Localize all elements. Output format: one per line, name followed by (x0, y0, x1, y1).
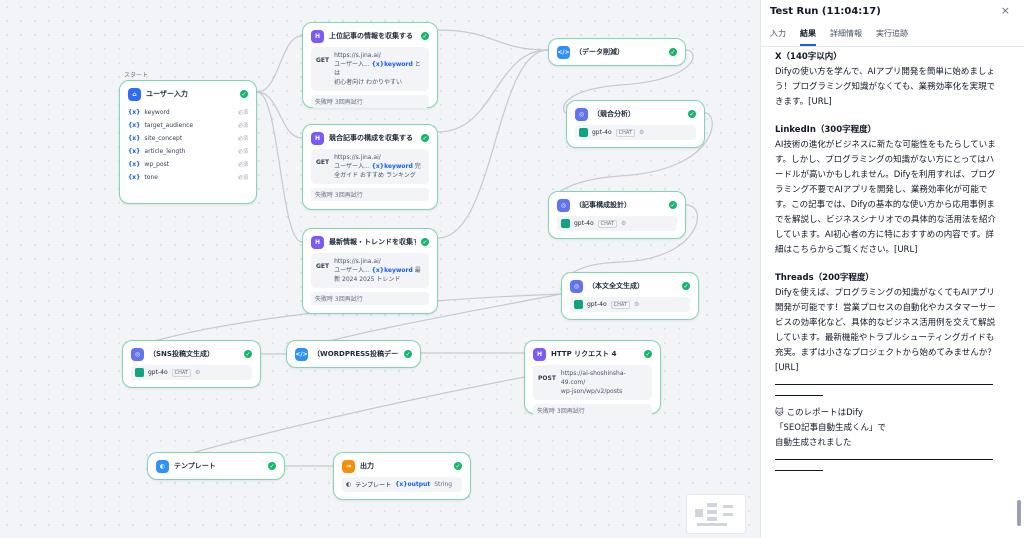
success-check-icon: ✓ (244, 350, 252, 358)
success-check-icon: ✓ (644, 350, 652, 358)
edge-http3-reduce (437, 49, 549, 239)
success-check-icon: ✓ (404, 350, 412, 358)
success-check-icon: ✓ (682, 282, 690, 290)
section-body-x: Difyの使い方を学んで、AIアプリ開発を簡単に始めましょう！プログラミング知識… (775, 67, 996, 107)
success-check-icon: ✓ (669, 201, 677, 209)
section-body-linkedin: AI技術の進化がビジネスに新たな可能性をもたらしています。しかし、プログラミング… (775, 140, 997, 255)
llm-icon: ◎ (575, 107, 588, 121)
minimap[interactable] (686, 494, 746, 534)
tab-trace[interactable]: 実行追跡 (876, 29, 908, 38)
success-check-icon: ✓ (454, 462, 462, 470)
settings-icon: ⚙ (633, 301, 640, 308)
code-node-data-reduce[interactable]: </> （データ削減） ✓ (548, 38, 686, 66)
http-node-latest-trends[interactable]: H 最新情報・トレンドを収集する ✓ GET https://s.jina.ai… (302, 228, 438, 314)
section-body-threads: Difyを使えば、プログラミングの知識がなくてもAIアプリ開発が可能です！営業プ… (775, 288, 996, 373)
section-heading-threads: Threads（200字程度） (775, 273, 874, 283)
code-icon: </> (557, 45, 570, 59)
openai-icon (561, 219, 570, 228)
panel-scrollbar[interactable] (1017, 500, 1021, 526)
edge-http2-reduce (437, 49, 549, 133)
start-group-label: スタート (124, 72, 149, 79)
http-node-top-articles[interactable]: H 上位記事の情報を収集する ✓ GET https://s.jina.ai/ … (302, 22, 438, 108)
http-node-request-4[interactable]: H HTTP リクエスト 4 ✓ POST https://ai-shoshin… (524, 340, 661, 417)
footer-line-2: 「SEO記事自動生成くん」で (775, 423, 886, 433)
success-check-icon: ✓ (240, 90, 248, 98)
tab-result[interactable]: 結果 (800, 28, 816, 46)
llm-icon: ◎ (557, 198, 570, 212)
http-icon: H (533, 347, 546, 361)
output-node[interactable]: ⇥ 出力 ✓ ◐ テンプレート {x}output String (333, 452, 471, 500)
close-icon[interactable]: × (1000, 4, 1010, 17)
footer-line-3: 自動生成されました (775, 438, 852, 448)
llm-icon: ◎ (570, 279, 583, 293)
settings-icon: ⚙ (194, 369, 201, 376)
success-check-icon: ✓ (421, 134, 429, 142)
template-small-icon: ◐ (346, 481, 352, 488)
http-icon: H (311, 29, 324, 43)
edge-reduce-competitor (562, 49, 694, 114)
edge-start-http1 (256, 35, 303, 93)
result-content: X（140字以内） Difyの使い方を学んで、AIアプリ開発を簡単に始めましょう… (775, 50, 1001, 481)
code-node-wordpress-data[interactable]: </> （WORDPRESS投稿データ... ✓ (286, 340, 421, 368)
divider-short (775, 395, 823, 396)
home-icon: ⌂ (128, 87, 141, 101)
http-icon: H (311, 131, 324, 145)
success-check-icon: ✓ (421, 32, 429, 40)
template-icon: ◐ (156, 459, 169, 473)
section-heading-x: X（140字以内） (775, 52, 842, 62)
llm-icon: ◎ (131, 347, 144, 361)
settings-icon: ⚙ (620, 220, 627, 227)
template-node[interactable]: ◐ テンプレート ✓ (147, 452, 285, 480)
divider (775, 459, 993, 460)
settings-icon: ⚙ (638, 129, 645, 136)
http-node-competitor-structure[interactable]: H 競合記事の構成を収集する ✓ GET https://s.jina.ai/ … (302, 124, 438, 210)
tab-input[interactable]: 入力 (770, 29, 786, 38)
tab-details[interactable]: 詳細情報 (830, 29, 862, 38)
success-check-icon: ✓ (669, 48, 677, 56)
edge-start-http2 (256, 91, 303, 139)
openai-icon (135, 368, 144, 377)
section-heading-linkedin: LinkedIn（300字程度） (775, 125, 877, 135)
divider (775, 384, 993, 385)
test-run-panel: Test Run (11:04:17) × 入力 結果 詳細情報 実行追跡 X（… (760, 0, 1024, 538)
http-icon: H (311, 235, 324, 249)
panel-tabs: 入力 結果 詳細情報 実行追跡 (770, 28, 908, 46)
divider-short (775, 470, 823, 471)
openai-icon (579, 128, 588, 137)
edge-http1-reduce (437, 29, 549, 51)
node-title: ユーザー入力 (146, 90, 188, 98)
llm-node-fulltext-generation[interactable]: ◎ （本文全文生成） ✓ gpt-4o CHAT ⚙ (561, 272, 699, 320)
success-check-icon: ✓ (688, 110, 696, 118)
llm-node-competitor-analysis[interactable]: ◎ （競合分析） ✓ gpt-4o CHAT ⚙ (566, 100, 705, 148)
success-check-icon: ✓ (421, 238, 429, 246)
edge-start-http3 (256, 91, 303, 243)
code-icon: </> (295, 347, 308, 361)
llm-node-article-structure[interactable]: ◎ （記事構成設計） ✓ gpt-4o CHAT ⚙ (548, 191, 686, 239)
openai-icon (574, 300, 583, 309)
success-check-icon: ✓ (268, 462, 276, 470)
footer-line-1: 🐱 このレポートはDify (775, 408, 863, 418)
panel-title: Test Run (11:04:17) (770, 6, 881, 17)
llm-node-sns-generation[interactable]: ◎ （SNS投稿文生成） ✓ gpt-4o CHAT ⚙ (122, 340, 261, 388)
output-icon: ⇥ (342, 459, 355, 473)
